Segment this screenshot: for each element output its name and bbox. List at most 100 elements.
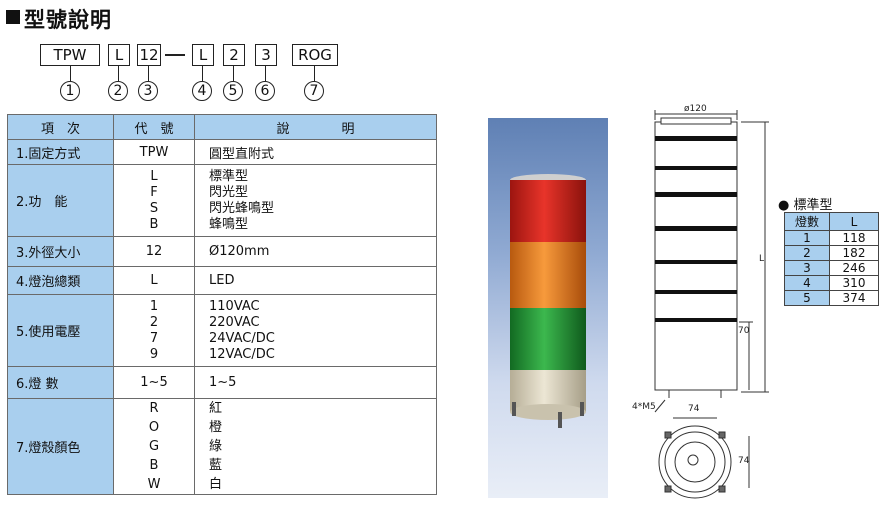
dim-screw-label: 4*M5 (632, 402, 656, 412)
code-value: 1~5 (140, 375, 168, 390)
size-length: 246 (829, 260, 879, 276)
desc-value: 閃光蜂鳴型 (209, 200, 275, 216)
header-item: 項 次 (7, 114, 114, 140)
spec-table: 項 次 代 號 說 明 1.固定方式 TPW 圓型直附式 2.功 能 L F S… (7, 114, 437, 495)
code-value: B (149, 216, 159, 232)
desc-value: 12VAC/DC (209, 346, 275, 362)
code-dash (165, 54, 185, 56)
code-connector (314, 66, 315, 81)
desc-value: Ø120mm (209, 244, 270, 259)
code-connector (70, 66, 71, 81)
table-row: 5.使用電壓 1 2 7 9 110VAC 220VAC 24VAC/DC 12… (7, 294, 437, 367)
size-length: 182 (829, 245, 879, 261)
row-desc: 標準型 閃光型 閃光蜂鳴型 蜂鳴型 (194, 164, 437, 237)
code-connector (118, 66, 119, 81)
desc-value: LED (209, 273, 235, 288)
code-value: R (149, 401, 159, 416)
desc-value: 1~5 (209, 375, 237, 390)
desc-value: 閃光型 (209, 184, 249, 200)
table-row: 2.功 能 L F S B 標準型 閃光型 閃光蜂鳴型 蜂鳴型 (7, 164, 437, 237)
code-value: TPW (139, 144, 169, 160)
table-row: 1.固定方式 TPW 圓型直附式 (7, 139, 437, 165)
size-length: 118 (829, 230, 879, 246)
code-part-5: 2 (223, 44, 245, 66)
sizes-header-length: L (829, 212, 879, 231)
table-row: 7.燈殼顏色 R O G B W 紅 橙 綠 藍 白 (7, 398, 437, 495)
code-part-4: L (192, 44, 214, 66)
row-desc: 110VAC 220VAC 24VAC/DC 12VAC/DC (194, 294, 437, 367)
dim-base-depth: 74 (738, 456, 750, 466)
row-item: 7.燈殼顏色 (7, 398, 114, 495)
desc-value: 24VAC/DC (209, 330, 275, 346)
dim-top-width: ø120 (684, 104, 707, 114)
row-desc: 紅 橙 綠 藍 白 (194, 398, 437, 495)
dimension-drawing (654, 110, 769, 499)
size-count: 5 (784, 290, 830, 306)
signal-tower-image (510, 174, 586, 428)
desc-value: 110VAC (209, 298, 260, 314)
code-value: L (150, 168, 158, 184)
circle-number: 2 (108, 81, 128, 101)
circle-number: 1 (60, 81, 80, 101)
header-description: 說 明 (194, 114, 437, 140)
code-value: S (149, 200, 159, 216)
circle-number: 7 (304, 81, 324, 101)
desc-value: 綠 (209, 439, 223, 454)
row-codes: 12 (113, 236, 195, 267)
product-photo (488, 118, 608, 498)
sizes-header-count: 燈數 (784, 212, 830, 231)
standard-type-label: ● 標準型 (778, 198, 833, 213)
code-value: B (149, 458, 159, 473)
page-title: 型號說明 (24, 8, 112, 32)
row-item: 5.使用電壓 (7, 294, 114, 367)
row-item: 1.固定方式 (7, 139, 114, 165)
code-part-1: TPW (40, 44, 100, 66)
size-length: 374 (829, 290, 879, 306)
desc-value: 蜂鳴型 (209, 216, 249, 232)
table-row: 3.外徑大小 12 Ø120mm (7, 236, 437, 267)
code-value: F (150, 184, 158, 200)
row-codes: 1 2 7 9 (113, 294, 195, 367)
row-codes: 1~5 (113, 366, 195, 399)
row-desc: Ø120mm (194, 236, 437, 267)
code-value: 7 (149, 330, 159, 346)
code-value: 9 (149, 346, 159, 362)
code-part-7: ROG (292, 44, 338, 66)
code-part-2: L (108, 44, 130, 66)
size-count: 4 (784, 275, 830, 291)
row-item: 6.燈 數 (7, 366, 114, 399)
table-header-row: 項 次 代 號 說 明 (7, 114, 437, 140)
row-desc: 圓型直附式 (194, 139, 437, 165)
table-row: 4.燈泡總類 L LED (7, 266, 437, 295)
size-count: 3 (784, 260, 830, 276)
code-connector (148, 66, 149, 81)
desc-value: 標準型 (209, 168, 249, 184)
row-item: 3.外徑大小 (7, 236, 114, 267)
circle-number: 5 (223, 81, 243, 101)
code-part-3: 12 (137, 44, 161, 66)
dim-tier-height: 70 (738, 326, 750, 336)
code-value: W (147, 477, 161, 492)
row-codes: TPW (113, 139, 195, 165)
row-desc: 1~5 (194, 366, 437, 399)
header-code: 代 號 (113, 114, 195, 140)
code-value: L (150, 273, 158, 288)
desc-value: 藍 (209, 458, 223, 473)
size-length: 310 (829, 275, 879, 291)
desc-value: 橙 (209, 420, 223, 435)
circle-number: 4 (192, 81, 212, 101)
desc-value: 紅 (209, 401, 223, 416)
code-value: G (148, 439, 160, 454)
code-connector (233, 66, 234, 81)
code-part-6: 3 (255, 44, 277, 66)
size-count: 1 (784, 230, 830, 246)
code-value: 2 (149, 314, 159, 330)
code-value: 12 (145, 244, 163, 259)
sizes-header-row: 燈數 L (784, 212, 879, 231)
row-desc: LED (194, 266, 437, 295)
